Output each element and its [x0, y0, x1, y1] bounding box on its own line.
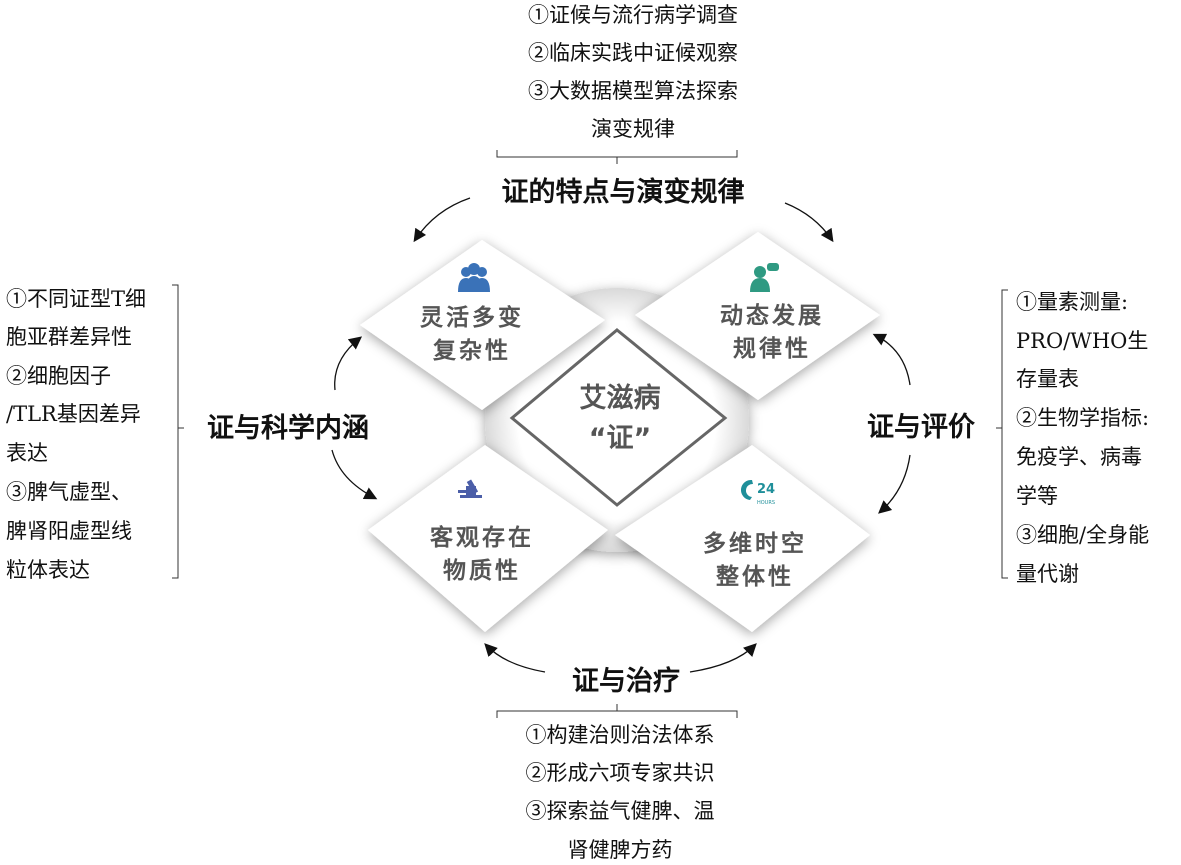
right-heading: 证与评价 [867, 412, 976, 443]
top-bracket [496, 150, 738, 164]
quadrant-label-line2: 物质性 [443, 557, 521, 584]
right-bracket [996, 289, 1008, 579]
people-group-icon [458, 263, 490, 292]
center-title: 艾滋病 [580, 383, 661, 414]
list-item: ②临床实践中证候观察 [528, 41, 738, 65]
quadrant-label-line1: 动态发展 [720, 302, 824, 329]
list-item: ③细胞/全身能 [1016, 523, 1149, 547]
quadrant-label-line2: 规律性 [733, 335, 811, 362]
person-chat-icon [750, 263, 779, 292]
list-item: ②生物学指标: [1016, 406, 1149, 430]
left-bracket [172, 284, 184, 579]
left-heading: 证与科学内涵 [207, 412, 369, 444]
list-item: ①不同证型T细 [6, 287, 146, 311]
center-subtitle: “证” [589, 423, 652, 454]
list-item: ②细胞因子 [6, 364, 111, 388]
list-item: PRO/WHO生 [1016, 329, 1148, 353]
list-item: ①量素测量: [1016, 290, 1128, 314]
icon-hours-text: HOURS [757, 500, 775, 506]
bottom-bracket [496, 704, 738, 718]
list-item: 演变规律 [591, 117, 675, 141]
cycle-arrows [331, 197, 911, 673]
list-item: 量代谢 [1016, 562, 1079, 586]
left-list: ①不同证型T细 胞亚群差异性 ②细胞因子 /TLR基因差异 表达 ③脾气虚型、 … [6, 287, 146, 582]
list-item: 胞亚群差异性 [6, 325, 132, 349]
center-diamond: 艾滋病 “证” [509, 328, 728, 507]
quadrant-label-line2: 整体性 [716, 563, 794, 590]
list-item: 存量表 [1016, 367, 1079, 391]
list-item: /TLR基因差异 [6, 402, 141, 426]
phone-24-hours-icon: 24 HOURS [740, 479, 775, 506]
microscope-icon [458, 479, 482, 498]
list-item: ③大数据模型算法探索 [528, 79, 738, 103]
quadrant-label-line1: 客观存在 [430, 524, 534, 551]
icon-24-text: 24 [757, 482, 775, 497]
top-list: ①证候与流行病学调查 ②临床实践中证候观察 ③大数据模型算法探索 演变规律 [528, 3, 738, 141]
right-list: ①量素测量: PRO/WHO生 存量表 ②生物学指标: 免疫学、病毒 学等 ③细… [1016, 290, 1149, 586]
quadrant-label-line1: 多维时空 [703, 530, 807, 557]
list-item: 免疫学、病毒 [1016, 445, 1142, 469]
list-item: ①证候与流行病学调查 [528, 3, 738, 27]
list-item: 脾肾阳虚型线 [6, 519, 132, 543]
list-item: ③脾气虚型、 [6, 480, 132, 504]
list-item: 学等 [1016, 484, 1058, 508]
bottom-list: ①构建治则治法体系 ②形成六项专家共识 ③探索益气健脾、温 肾健脾方药 [526, 723, 715, 862]
quadrant-bottom-left: 客观存在 物质性 [368, 445, 608, 632]
list-item: ①构建治则治法体系 [526, 723, 715, 747]
quadrant-label-line2: 复杂性 [432, 338, 511, 364]
list-item: ②形成六项专家共识 [526, 761, 715, 785]
quadrant-top-right: 动态发展 规律性 [635, 232, 880, 400]
list-item: 粒体表达 [6, 558, 90, 582]
quadrant-bottom-right: 24 HOURS 多维时空 整体性 [615, 445, 870, 632]
list-item: ③探索益气健脾、温 [526, 799, 715, 823]
bottom-heading: 证与治疗 [572, 665, 680, 697]
quadrant-top-left: 灵活多变 复杂性 [360, 240, 605, 410]
top-heading: 证的特点与演变规律 [502, 176, 745, 208]
list-item: 表达 [6, 441, 48, 465]
list-item: 肾健脾方药 [568, 838, 673, 862]
quadrant-label-line1: 灵活多变 [420, 304, 524, 331]
